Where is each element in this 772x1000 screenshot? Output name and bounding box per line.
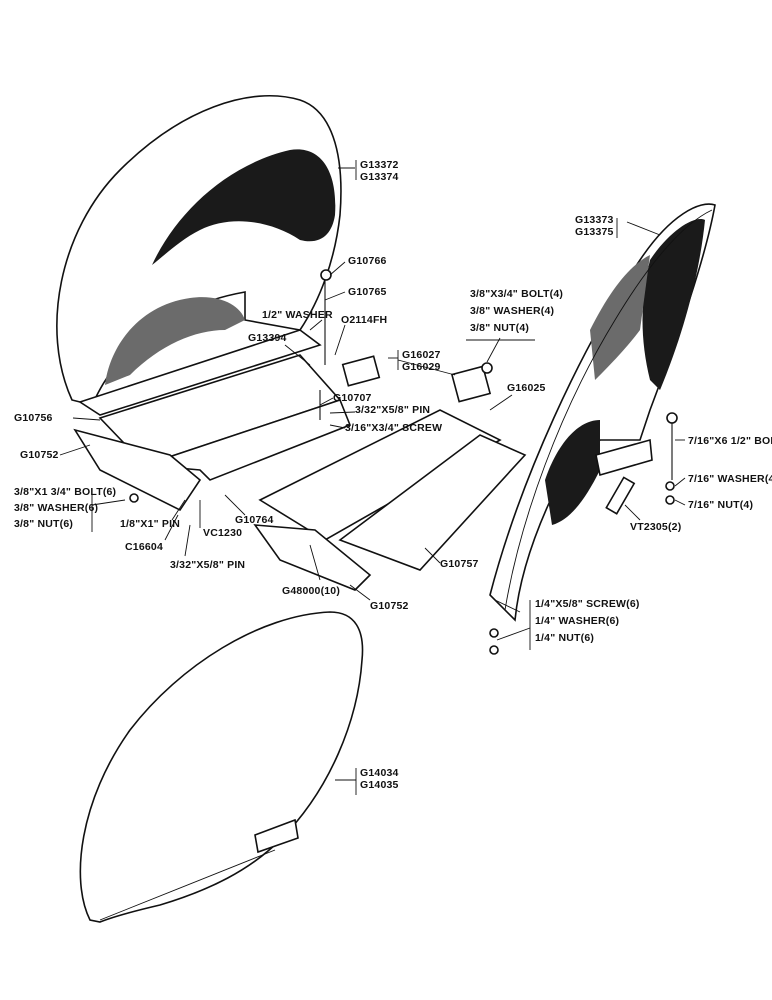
label-g10707: G10707 xyxy=(333,392,372,404)
label-g10756: G10756 xyxy=(14,412,53,424)
label-washer-6a: 3/8" WASHER(6) xyxy=(14,502,98,514)
label-nut-6b: 1/4" NUT(6) xyxy=(535,632,594,644)
label-g16027: G16027 xyxy=(402,349,441,361)
label-nut-4a: 3/8" NUT(4) xyxy=(470,322,529,334)
label-pin-3-32b: 3/32"X5/8" PIN xyxy=(170,559,245,571)
label-o2114fh: O2114FH xyxy=(341,314,387,326)
label-bolt-6: 3/8"X1 3/4" BOLT(6) xyxy=(14,486,116,498)
fender-upper-right xyxy=(489,203,716,622)
label-pin-3-32: 3/32"X5/8" PIN xyxy=(355,404,430,416)
label-g14034: G14034 xyxy=(360,767,399,779)
label-g48000: G48000(10) xyxy=(282,585,340,597)
label-g10752-a: G10752 xyxy=(20,449,59,461)
label-g10764: G10764 xyxy=(235,514,274,526)
label-g13373: G13373 xyxy=(575,214,614,226)
label-nut-7-16: 7/16" NUT(4) xyxy=(688,499,753,511)
label-bolt-7-16: 7/16"X6 1/2" BOLT(4) xyxy=(688,435,772,447)
fender-lower xyxy=(79,611,364,923)
label-washer-7-16: 7/16" WASHER(4) xyxy=(688,473,772,485)
label-g14035: G14035 xyxy=(360,779,399,791)
label-g13375: G13375 xyxy=(575,226,614,238)
label-g13372: G13372 xyxy=(360,159,399,171)
label-screw-6: 1/4"X5/8" SCREW(6) xyxy=(535,598,640,610)
part-labels: G13372 G13374 G10766 G10765 1/2" WASHER … xyxy=(14,159,772,791)
label-nut-6a: 3/8" NUT(6) xyxy=(14,518,73,530)
label-g10752-b: G10752 xyxy=(370,600,409,612)
label-pin-1-8: 1/8"X1" PIN xyxy=(120,518,180,530)
label-g16029: G16029 xyxy=(402,361,441,373)
fender-upper-left xyxy=(56,94,342,416)
label-screw-3-16: 3/16"X3/4" SCREW xyxy=(345,422,442,434)
label-g13394: G13394 xyxy=(248,332,287,344)
label-g10757: G10757 xyxy=(440,558,479,570)
label-vc1230: VC1230 xyxy=(203,527,242,539)
label-g10765: G10765 xyxy=(348,286,387,298)
label-g10766: G10766 xyxy=(348,255,387,267)
platform-plates xyxy=(73,269,678,655)
label-vt2305: VT2305(2) xyxy=(630,521,681,533)
leader-lines xyxy=(59,160,686,795)
label-g16025: G16025 xyxy=(507,382,546,394)
label-washer-half: 1/2" WASHER xyxy=(262,309,333,321)
label-bolt-4: 3/8"X3/4" BOLT(4) xyxy=(470,288,563,300)
label-washer-6b: 1/4" WASHER(6) xyxy=(535,615,619,627)
label-c16604: C16604 xyxy=(125,541,163,553)
label-washer-4a: 3/8" WASHER(4) xyxy=(470,305,554,317)
label-g13374: G13374 xyxy=(360,171,399,183)
